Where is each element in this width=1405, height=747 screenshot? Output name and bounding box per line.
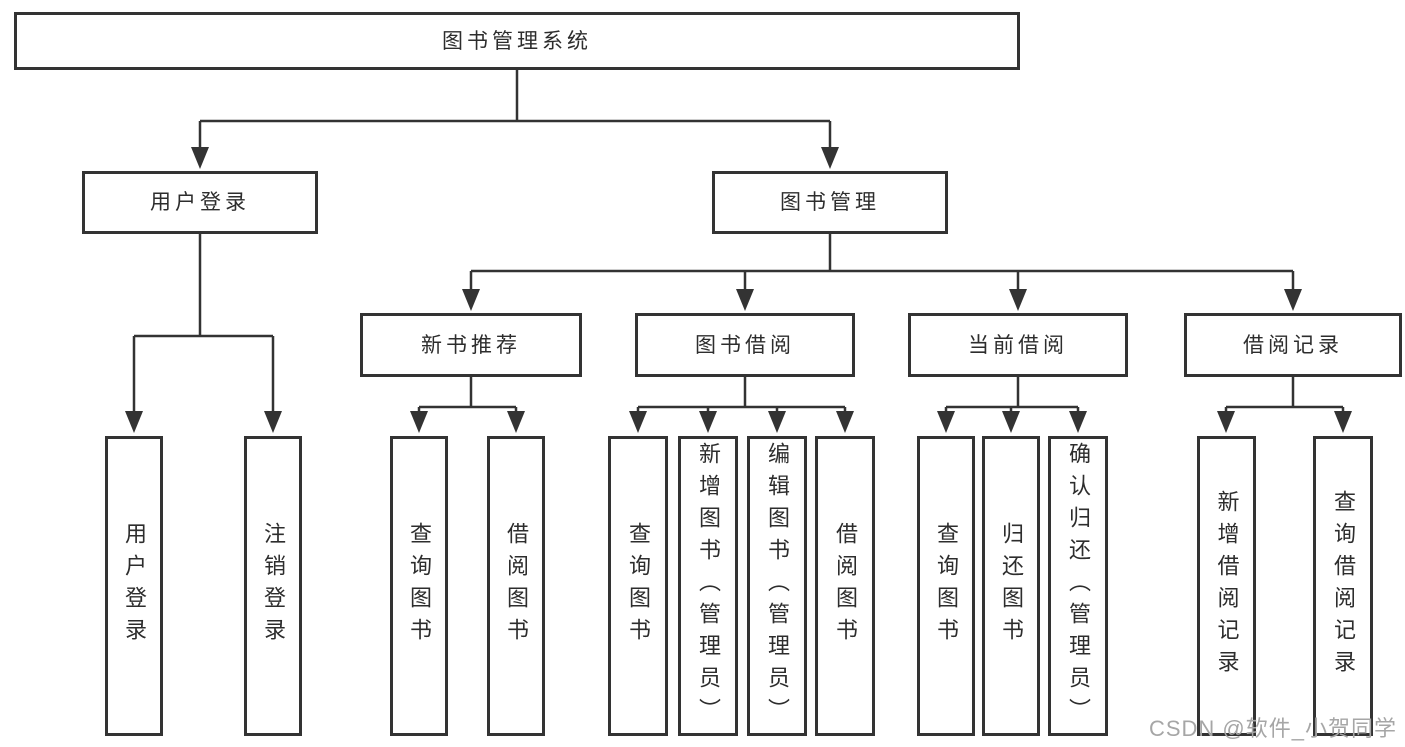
- leaf-query-books-recommend: 查询图书: [390, 436, 448, 736]
- node-book-borrowing: 图书借阅: [635, 313, 855, 377]
- leaf-return-books: 归还图书: [982, 436, 1040, 736]
- arrowheads: [125, 147, 1352, 433]
- leaf-logout: 注销登录: [244, 436, 302, 736]
- leaf-borrow-books: 借阅图书: [815, 436, 875, 736]
- leaf-edit-books-admin: 编辑图书（管理员）: [747, 436, 807, 736]
- node-current-borrowing: 当前借阅: [908, 313, 1128, 377]
- node-book-management: 图书管理: [712, 171, 948, 234]
- leaf-add-borrow-record: 新增借阅记录: [1197, 436, 1256, 736]
- watermark: CSDN @软件_小贺同学: [1148, 716, 1397, 741]
- leaf-add-books-admin: 新增图书（管理员）: [678, 436, 738, 736]
- leaf-user-login: 用户登录: [105, 436, 163, 736]
- leaf-query-books-current: 查询图书: [917, 436, 975, 736]
- leaf-confirm-return-admin: 确认归还（管理员）: [1048, 436, 1108, 736]
- node-library-management-system: 图书管理系统: [14, 12, 1020, 70]
- leaf-query-books-borrowing: 查询图书: [608, 436, 668, 736]
- node-new-book-recommendation: 新书推荐: [360, 313, 582, 377]
- node-borrowing-records: 借阅记录: [1184, 313, 1402, 377]
- leaf-query-borrow-record: 查询借阅记录: [1313, 436, 1373, 736]
- node-user-login: 用户登录: [82, 171, 318, 234]
- leaf-borrow-books-recommend: 借阅图书: [487, 436, 545, 736]
